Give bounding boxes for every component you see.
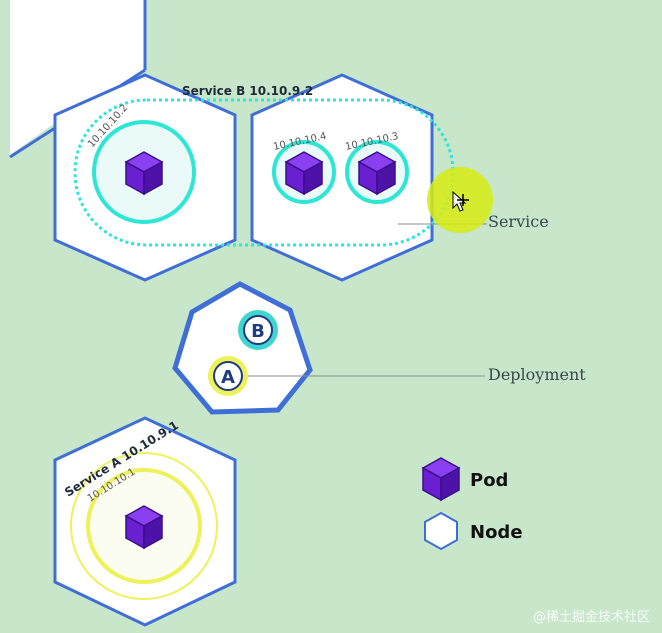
pod-cube-node2-left — [285, 151, 323, 195]
pod-cube-node2-right — [358, 151, 396, 195]
deployment-badge-a — [213, 361, 243, 391]
node-hexagon-2 — [250, 73, 434, 282]
move-cursor-icon — [452, 190, 469, 212]
service-a-outer-ring — [70, 452, 218, 600]
watermark-text: @稀土掘金技术社区 — [532, 610, 650, 625]
pod-cube-node3 — [125, 505, 163, 549]
deployment-badge-a-label: A — [221, 367, 235, 388]
deployment-badge-b — [243, 315, 273, 345]
legend-pod-label: Pod — [470, 470, 508, 491]
deployment-callout-label: Deployment — [488, 365, 586, 384]
service-callout-label: Service — [488, 212, 549, 231]
deployment-heptagon — [172, 281, 313, 415]
legend-pod-icon — [422, 457, 460, 501]
service-b-boundary — [73, 98, 455, 247]
service-b-title: Service B 10.10.9.2 — [182, 84, 313, 98]
legend-node-icon — [424, 511, 458, 551]
deployment-badge-b-label: B — [251, 321, 265, 342]
white-panel — [10, 0, 145, 155]
pod-cube-node1 — [125, 151, 163, 195]
legend-node-label: Node — [470, 522, 523, 543]
